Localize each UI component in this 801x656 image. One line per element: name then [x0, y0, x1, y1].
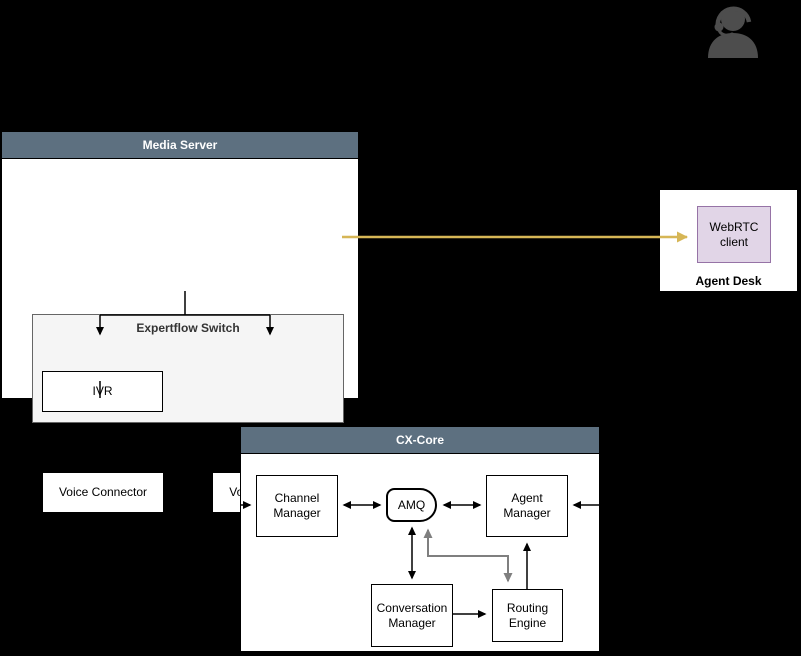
ivr-label: IVR: [92, 384, 113, 398]
media-server-header: Media Server: [2, 132, 358, 159]
conversation-manager-label: Conversation Manager: [376, 600, 448, 630]
headset-agent-icon: [708, 6, 758, 58]
media-server-container: Media Server Expertflow Switch IVR Voice…: [1, 131, 359, 513]
channel-manager-label: Channel Manager: [273, 491, 321, 520]
amq-queue-box: AMQ: [386, 488, 437, 522]
conversation-manager-box: Conversation Manager: [371, 584, 453, 647]
agent-manager-label: Agent Manager: [503, 491, 551, 520]
agent-desk-title: Agent Desk: [695, 274, 762, 288]
routing-engine-box: Routing Engine: [492, 589, 563, 642]
webrtc-client-label: WebRTC client: [709, 219, 759, 249]
voice-connector-box: Voice Connector: [42, 472, 164, 513]
agent-manager-box: Agent Manager: [486, 475, 568, 537]
routing-engine-label: Routing Engine: [506, 600, 549, 630]
voice-connector-label: Voice Connector: [58, 485, 148, 499]
amq-label: AMQ: [397, 497, 426, 512]
ivr-box: IVR: [42, 371, 163, 412]
cx-core-title: CX-Core: [395, 433, 444, 447]
channel-manager-box: Channel Manager: [256, 475, 338, 537]
webrtc-client-box: WebRTC client: [697, 206, 771, 263]
cx-core-header: CX-Core: [241, 427, 599, 454]
expertflow-switch-title: Expertflow Switch: [136, 321, 240, 335]
media-server-title: Media Server: [142, 138, 218, 152]
